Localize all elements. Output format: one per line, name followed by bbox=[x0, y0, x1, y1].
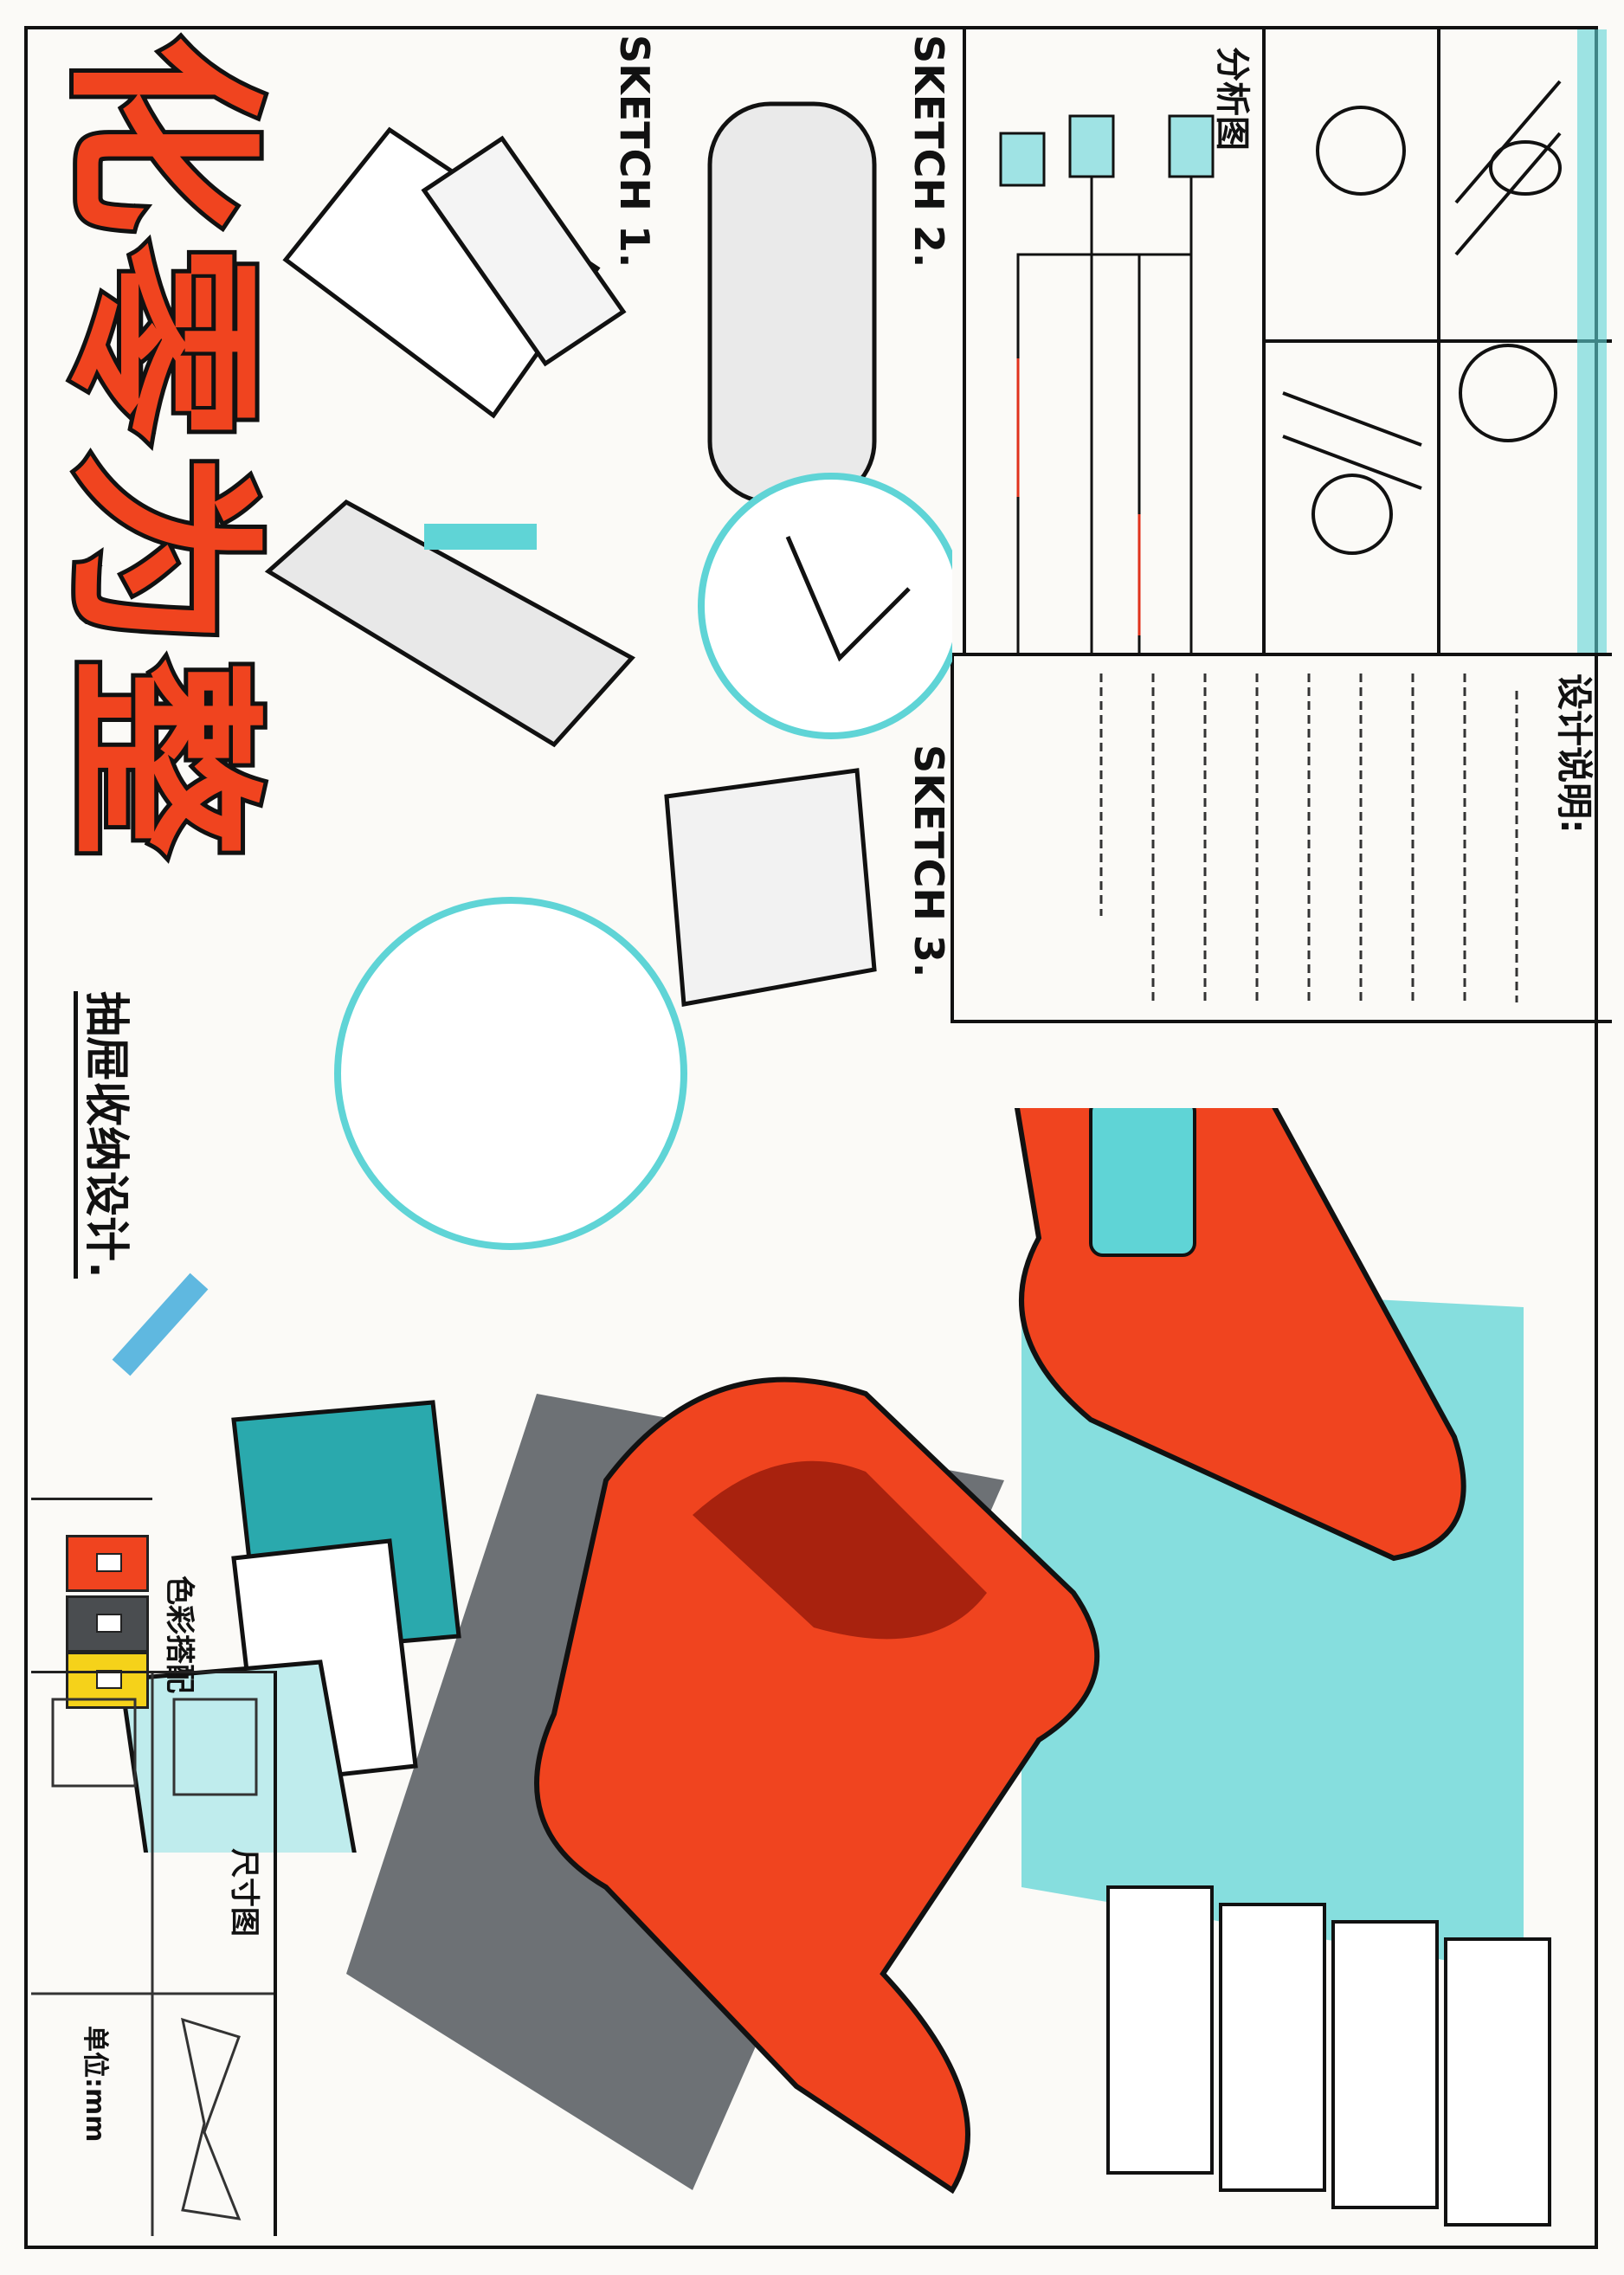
title-char: 化 bbox=[41, 30, 280, 238]
dimension-drawings bbox=[31, 1673, 274, 2236]
color-swatch-orange-red bbox=[66, 1535, 149, 1592]
exploded-view-drawing bbox=[112, 1273, 461, 1853]
dimensions-heading: 尺寸图 bbox=[227, 1848, 261, 1937]
title-char: 为 bbox=[41, 446, 280, 654]
description-panel: 设计说明: bbox=[951, 653, 1612, 1023]
color-swatch-dark-gray bbox=[66, 1595, 149, 1653]
description-handwritten-lines bbox=[1099, 673, 1518, 1002]
dimensions-unit: 单位:mm bbox=[80, 2026, 110, 2143]
main-product-rendering bbox=[346, 1108, 1551, 2227]
title-char: 整 bbox=[41, 654, 280, 861]
story-panel bbox=[1262, 29, 1612, 653]
analysis-panel: 分析图 bbox=[963, 29, 1266, 653]
sketch-drawings bbox=[264, 101, 952, 1250]
story-comic-drawing bbox=[1266, 29, 1612, 653]
title-char: 零 bbox=[41, 238, 280, 446]
analysis-tree-diagram bbox=[999, 114, 1215, 653]
dimensions-panel bbox=[31, 1671, 277, 2236]
title: 化零为整 bbox=[41, 30, 280, 866]
board-border bbox=[24, 26, 1598, 2249]
